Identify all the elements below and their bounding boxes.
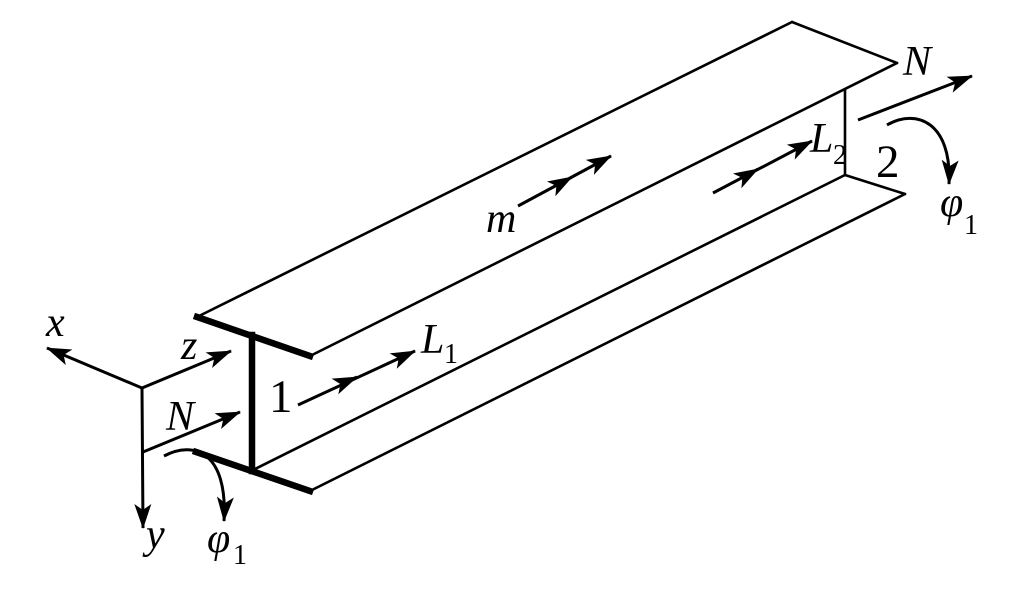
coordinate-axes [46, 346, 232, 529]
web-bottom-flange-junction [251, 173, 847, 472]
distributed-moment-label: m [486, 196, 516, 242]
y-axis-arrow [134, 387, 152, 529]
moment-arrow-near-L1-head2 [331, 375, 358, 395]
i-beam-outline [191, 20, 907, 496]
axial-force-arrow-near [142, 410, 241, 454]
force-arrows [142, 74, 973, 454]
twist-arrow-near [163, 448, 234, 522]
axial-force-label-near: N [165, 394, 196, 440]
z-axis-label: z [180, 323, 197, 369]
twist-angle-label-far-sub: 1 [964, 210, 978, 241]
bottom-flange-end-edge-near [191, 447, 315, 496]
labels: x z y N N 1 2 L 1 m L 2 φ 1 φ 1 [45, 39, 978, 571]
node-number-near: 1 [269, 371, 293, 423]
moment-arrow-far-L2 [712, 139, 813, 195]
moment-label-far-sub: 2 [833, 140, 847, 171]
x-axis-label: x [45, 300, 65, 346]
top-flange-end-edge-far [790, 20, 899, 65]
moment-arrows [297, 139, 813, 407]
distributed-moment-arrow-m [517, 154, 612, 208]
twist-arrows [163, 116, 959, 522]
z-axis-arrow [141, 349, 232, 390]
x-axis-arrow [46, 346, 143, 390]
node-number-far: 2 [876, 136, 900, 188]
top-flange-far-edge [195, 20, 794, 319]
twist-angle-label-near-sub: 1 [233, 540, 247, 571]
y-axis-label: y [142, 512, 165, 558]
moment-arrow-far-L2-head2 [732, 167, 759, 189]
moment-label-near-sub: 1 [444, 339, 458, 370]
moment-label-far: L [809, 116, 833, 162]
bottom-flange-end-edge-far [843, 173, 907, 196]
moment-label-near: L [420, 317, 444, 363]
twist-angle-label-near: φ [207, 516, 230, 562]
top-flange-near-edge [308, 61, 899, 358]
axial-force-arrow-far [857, 74, 973, 122]
bottom-flange-near-edge [308, 192, 907, 493]
distributed-moment-arrow-m-head2 [546, 175, 573, 197]
twist-angle-label-far: φ [940, 180, 963, 226]
axial-force-label-far: N [902, 39, 933, 85]
twist-arrow-far [886, 116, 959, 185]
